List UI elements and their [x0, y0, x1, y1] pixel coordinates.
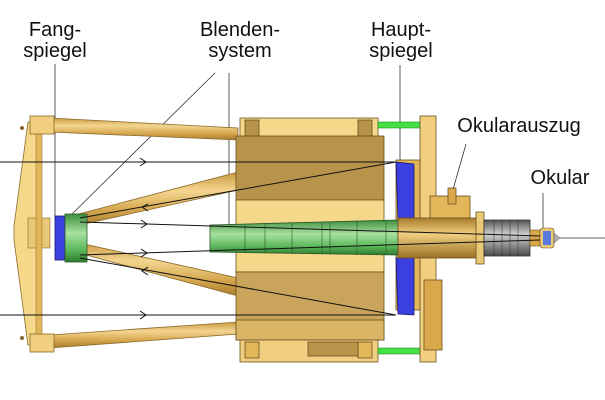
label-okularauszug-line1: Okularauszug	[457, 115, 581, 137]
light-rays	[0, 161, 541, 316]
label-hauptspiegel-line1: Haupt-	[370, 19, 432, 41]
label-hauptspiegel: Haupt- spiegel	[363, 20, 439, 62]
arrow-right-icon	[140, 219, 148, 229]
label-okular: Okular	[524, 168, 596, 189]
eyepiece-holder	[483, 219, 531, 257]
truss-tubes	[29, 115, 239, 353]
secondary-mirror	[54, 215, 66, 261]
label-blendensystem: Blenden- system	[192, 20, 288, 62]
ray-reflect-bottom	[79, 257, 397, 316]
leader-lines	[54, 64, 544, 232]
arrow-left-icon	[141, 266, 149, 276]
primary-mirror	[395, 161, 415, 316]
arrow-right-icon	[140, 248, 148, 258]
arrow-left-icon	[141, 203, 149, 212]
label-fangspiegel-line2: spiegel	[23, 40, 87, 62]
focuser	[397, 187, 485, 265]
mirror-box	[235, 117, 385, 363]
arrow-right-icon	[139, 157, 147, 167]
label-hauptspiegel-line2: spiegel	[369, 40, 433, 62]
label-okularauszug: Okularauszug	[451, 116, 587, 137]
secondary-assembly	[54, 213, 88, 263]
label-okular-line1: Okular	[530, 167, 590, 189]
label-fangspiegel: Fang- spiegel	[20, 20, 90, 62]
arrow-right-icon	[139, 310, 147, 320]
ray-to-eyepiece-top	[79, 221, 541, 237]
label-blendensystem-line1: Blenden-	[199, 19, 281, 41]
ray-arrows	[139, 157, 149, 320]
label-fangspiegel-line1: Fang-	[28, 19, 82, 41]
secondary-baffle	[64, 213, 88, 263]
eyepiece	[529, 227, 561, 249]
ray-reflect-top	[79, 161, 397, 219]
label-blendensystem-line2: system	[208, 40, 272, 62]
leader-blendensystem-diag	[67, 72, 216, 219]
ray-to-eyepiece-bottom	[79, 239, 541, 256]
